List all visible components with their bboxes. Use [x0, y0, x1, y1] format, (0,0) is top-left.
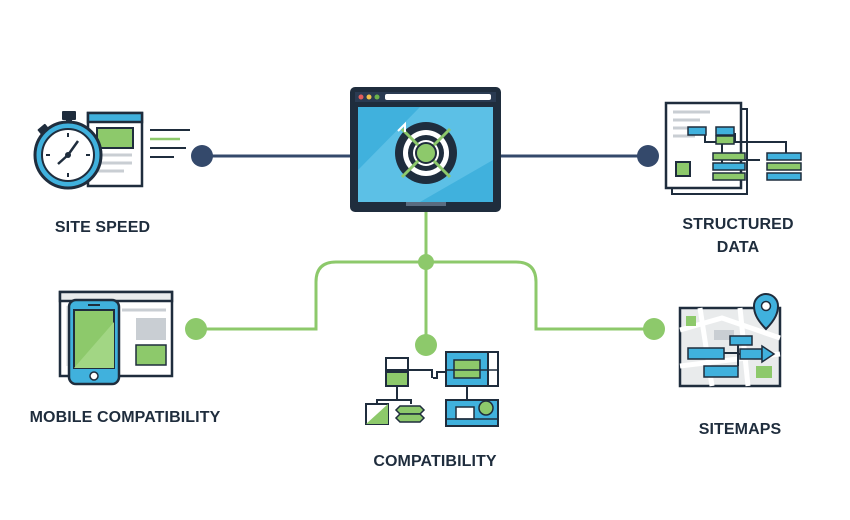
document-hierarchy-icon — [664, 101, 802, 195]
browser-window-target-icon — [350, 87, 501, 212]
node-mobile — [185, 318, 207, 340]
node-junction — [418, 254, 434, 270]
label-compatibility: COMPATIBILITY — [373, 453, 497, 470]
map-route-pin-icon — [678, 293, 782, 388]
smartphone-webpage-icon — [58, 290, 174, 386]
label-sitemaps: SITEMAPS — [698, 421, 782, 438]
connectors — [185, 145, 665, 356]
flowchart-blocks-icon — [365, 351, 499, 427]
label-mobile-compatibility: MOBILE COMPATIBILITY — [29, 409, 221, 426]
connector-sitemaps — [426, 260, 654, 331]
label-structured-data: STRUCTURED DATA — [663, 213, 813, 259]
stopwatch-webpage-icon — [33, 111, 190, 190]
label-structured-data-line2: DATA — [716, 239, 760, 256]
node-compatibility — [415, 334, 437, 356]
node-site-speed — [191, 145, 213, 167]
connector-mobile — [196, 260, 426, 331]
node-sitemaps — [643, 318, 665, 340]
node-structured-data — [637, 145, 659, 167]
label-structured-data-line1: STRUCTURED — [682, 216, 794, 233]
label-site-speed: SITE SPEED — [54, 219, 151, 236]
